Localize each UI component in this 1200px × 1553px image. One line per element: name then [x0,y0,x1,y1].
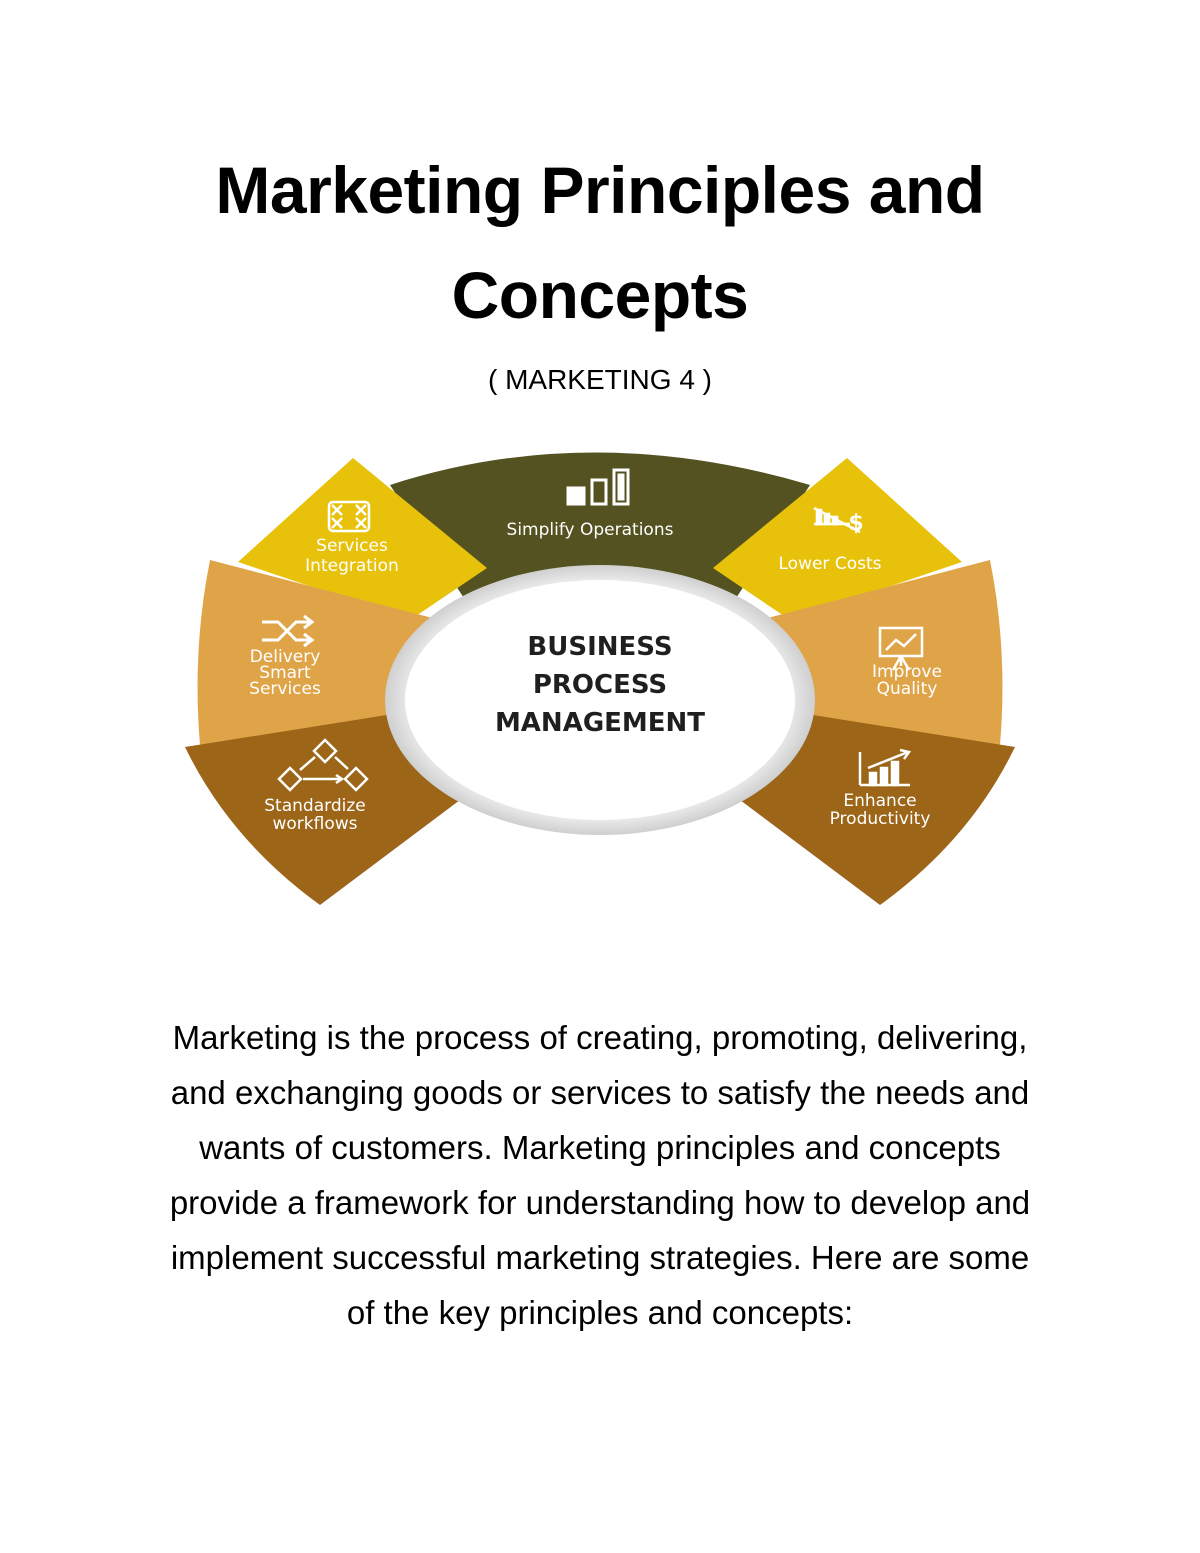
workflow-diamonds-icon [277,738,369,792]
shuffle-arrows-icon [262,614,315,648]
label-simplify-operations: Simplify Operations [507,520,674,540]
segment-services-integration [238,458,487,620]
center-label-line-2: PROCESS [533,670,667,700]
label-improve-line-1: Improve [872,662,942,682]
declining-cost-icon [813,506,861,534]
label-standardize-line-2: workflows [272,814,357,834]
bar-blocks-icon [566,468,630,506]
label-services-line-1: Services [316,536,388,556]
title-line-1: Marketing Principles and [215,153,985,227]
label-delivery-line-1: Delivery [250,647,321,667]
label-enhance-line-1: Enhance [843,791,916,811]
segment-enhance-productivity [740,705,1015,905]
body-paragraph: Marketing is the process of creating, pr… [169,1019,1031,1331]
title-line-2: Concepts [451,258,749,332]
segment-simplify-operations [390,452,810,615]
label-improve-line-2: Quality [877,679,938,699]
segment-improve-quality [755,560,1003,745]
bpm-diagram: BUSINESS PROCESS MANAGEMENT Simplify Ope… [170,440,1030,920]
label-delivery-line-2: Smart [259,663,311,683]
integration-arrows-icon [327,500,371,533]
dollar-sign-icon: $ [848,511,863,536]
bpm-diagram-svg: BUSINESS PROCESS MANAGEMENT Simplify Ope… [185,452,1015,905]
center-label-line-3: MANAGEMENT [495,708,705,738]
segment-lower-costs [713,458,962,620]
presentation-board-icon [878,626,924,671]
segment-standardize-workflows [185,705,460,905]
segment-delivery-smart-services [197,560,445,745]
center-ring-inner [405,580,795,820]
course-code: ( MARKETING 4 ) [487,364,712,395]
label-delivery-line-3: Services [249,679,321,699]
rising-chart-icon [858,748,912,787]
label-services-line-2: Integration [305,556,399,576]
label-standardize-line-1: Standardize [264,796,365,816]
label-lower-costs: Lower Costs [779,554,882,574]
label-enhance-line-2: Productivity [830,809,931,829]
center-label-line-1: BUSINESS [527,632,672,662]
document-title: Marketing Principles and Concepts [0,138,1200,348]
